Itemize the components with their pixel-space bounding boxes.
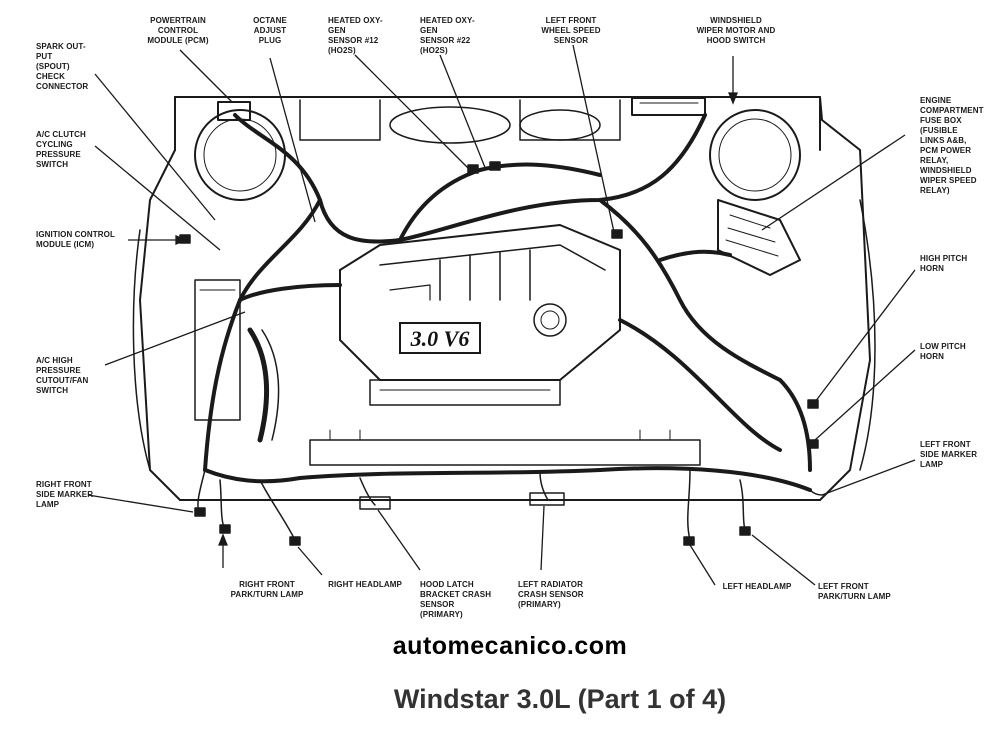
engine-badge-text: 3.0 V6 [410,326,470,351]
label-pcm: POWERTRAIN CONTROL MODULE (PCM) [147,16,209,45]
label-left-front-side-marker: LEFT FRONT SIDE MARKER LAMP [920,440,978,469]
engine-badge: 3.0 V6 [399,322,481,354]
label-left-front-wheel-speed-sensor: LEFT FRONT WHEEL SPEED SENSOR [541,16,601,45]
label-left-headlamp: LEFT HEADLAMP [722,582,792,591]
leader-octane [269,57,316,223]
leader-lines [87,44,916,586]
label-low-pitch-horn: LOW PITCH HORN [920,342,966,361]
label-left-front-park-turn: LEFT FRONT PARK/TURN LAMP [818,582,891,601]
label-left-radiator-crash-sensor: LEFT RADIATOR CRASH SENSOR (PRIMARY) [518,580,584,609]
leader-ac-clutch [94,145,221,251]
label-octane-adjust-plug: OCTANE ADJUST PLUG [253,16,287,45]
label-ho2s-12: HEATED OXY- GEN SENSOR #12 (HO2S) [328,16,383,55]
right-strut-tower [194,109,286,201]
label-engine-fuse-box: ENGINE COMPARTMENT FUSE BOX (FUSIBLE LIN… [920,96,984,195]
battery [194,279,241,421]
leader-ho2s22 [439,54,487,171]
radiator [309,439,701,466]
leader-ac-high [104,311,246,366]
label-windshield-wiper-motor: WINDSHIELD WIPER MOTOR AND HOOD SWITCH [696,16,776,45]
leader-right-headlamp [297,546,323,576]
label-right-front-side-marker: RIGHT FRONT SIDE MARKER LAMP [36,480,94,509]
harness [203,113,812,492]
leader-lf-wheel [572,44,615,233]
label-spout-connector: SPARK OUT- PUT (SPOUT) CHECK CONNECTOR [36,42,89,91]
label-ho2s-22: HEATED OXY- GEN SENSOR #22 (HO2S) [420,16,475,55]
label-hood-latch-crash-sensor: HOOD LATCH BRACKET CRASH SENSOR (PRIMARY… [420,580,492,619]
label-icm: IGNITION CONTROL MODULE (ICM) [36,230,115,249]
leader-rf-side [87,494,194,513]
site-watermark: automecanico.com [392,632,628,660]
leader-fuse-box [761,134,906,231]
left-strut-tower [709,109,801,201]
diagram-title: Windstar 3.0L (Part 1 of 4) [393,684,727,714]
label-ac-high-pressure-switch: A/C HIGH PRESSURE CUTOUT/FAN SWITCH [36,356,89,395]
bay-outline [139,96,871,501]
label-right-front-park-turn: RIGHT FRONT PARK/TURN LAMP [230,580,304,599]
leader-lf-side [821,459,916,496]
label-high-pitch-horn: HIGH PITCH HORN [920,254,968,273]
leader-hood-latch [377,509,421,571]
leader-left-headlamp [689,544,716,586]
leader-pcm [179,49,233,103]
label-ac-clutch-switch: A/C CLUTCH CYCLING PRESSURE SWITCH [36,130,86,169]
leader-lf-park [751,534,816,586]
fuse-box-shape [717,199,801,276]
leader-left-radiator [540,505,545,571]
leader-low-horn [814,349,916,441]
leader-spout [94,73,216,221]
leader-ho2s12 [354,54,469,169]
leader-high-horn [814,269,916,403]
intake-plenum [339,224,621,381]
label-right-headlamp: RIGHT HEADLAMP [328,580,402,589]
